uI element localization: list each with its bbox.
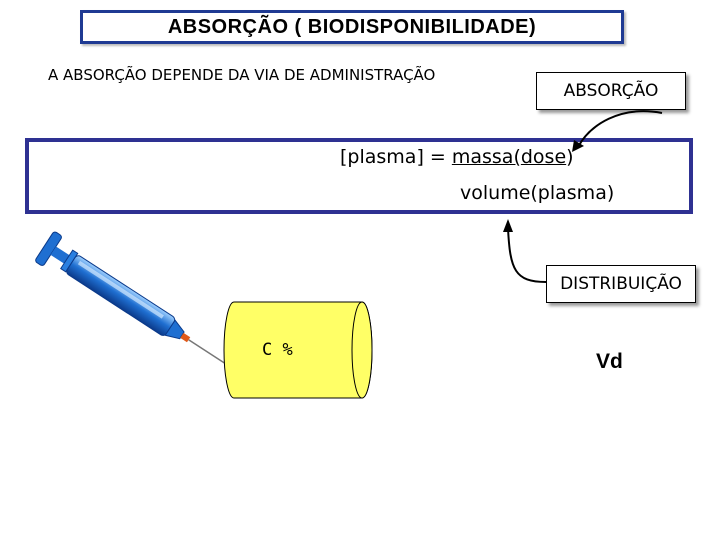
curved-arrow-absorption: [572, 111, 662, 152]
syringe-icon: [35, 231, 246, 385]
curved-arrow-distribution: [503, 219, 546, 282]
cylinder-label: C %: [262, 340, 293, 360]
cylinder-shape: [224, 302, 372, 398]
